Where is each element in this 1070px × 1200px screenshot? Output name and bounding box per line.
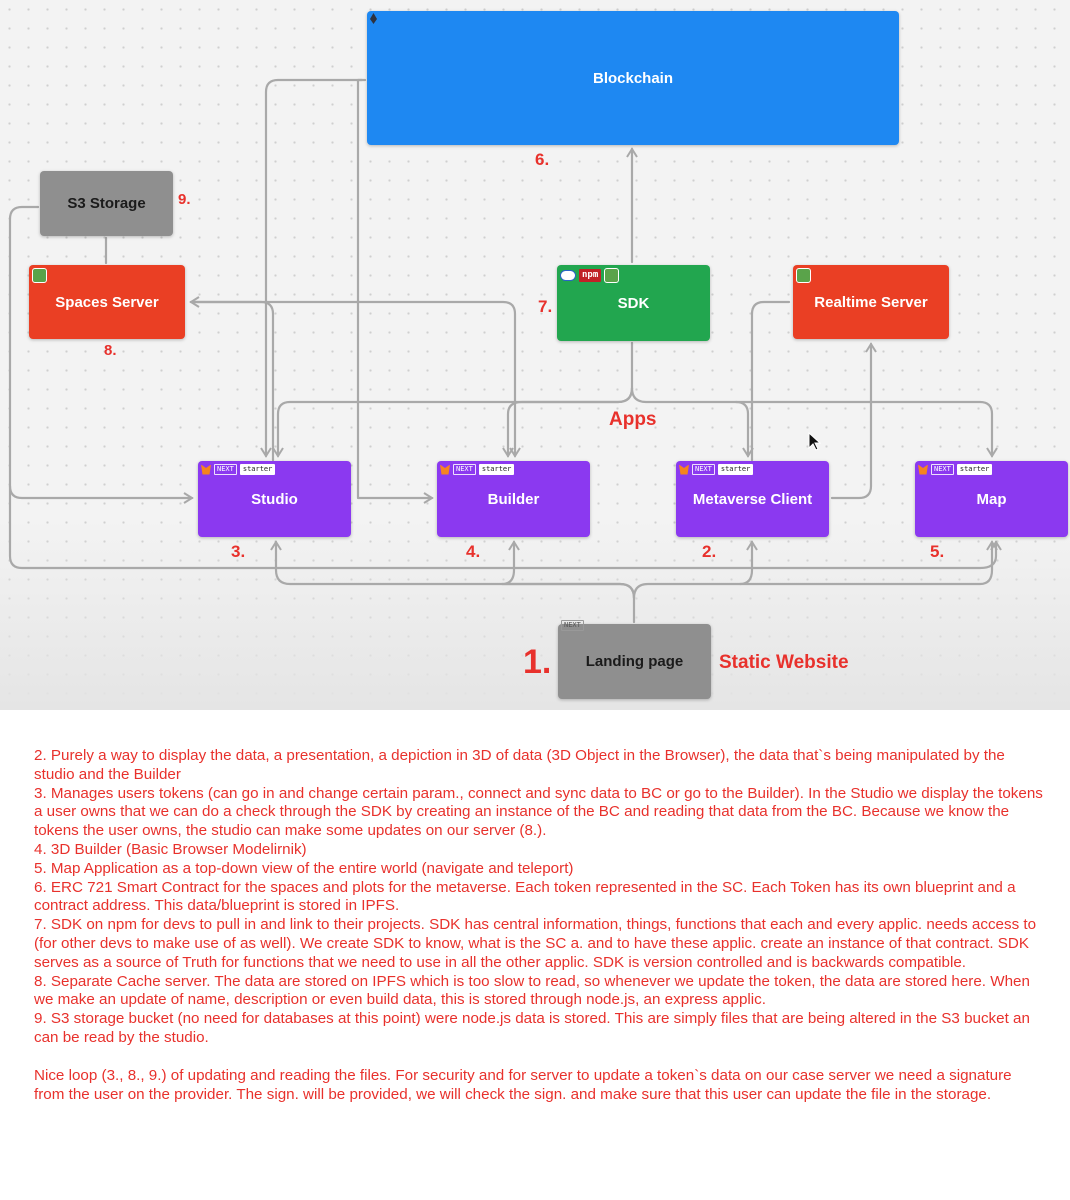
landing-page-node: NEXT Landing page: [558, 620, 711, 699]
mouse-pointer-icon: [808, 432, 822, 451]
s3-storage-node: S3 Storage: [40, 171, 173, 236]
nodejs-icon: [796, 268, 811, 283]
connector-sdk-apps-bus: [272, 341, 634, 458]
connector-blockchain-studio: [260, 78, 367, 458]
nodejs-icon: [604, 268, 620, 283]
connector-sdk-builder: [502, 386, 634, 458]
npm-badge: npm: [579, 269, 602, 282]
starter-badge: starter: [717, 464, 754, 475]
ethereum-icon: [370, 13, 377, 24]
nextjs-badge: NEXT: [214, 464, 237, 475]
sdk-label: SDK: [617, 294, 650, 312]
starter-badge: starter: [239, 464, 276, 475]
map-number: 5.: [930, 542, 945, 561]
landing-page-number: 1.: [523, 643, 552, 681]
sdk-number: 7.: [538, 297, 553, 316]
note-4: 4. 3D Builder (Basic Browser Modelirnik): [34, 840, 307, 858]
metaverse-client-number: 2.: [702, 542, 717, 561]
note-5: 5. Map Application as a top-down view of…: [34, 859, 574, 877]
connector-outer-loop: [8, 484, 1002, 570]
spaces-server-number: 8.: [104, 342, 117, 359]
nodejs-icon: [32, 268, 47, 283]
starter-badge: starter: [956, 464, 993, 475]
note-9: 9. S3 storage bucket (no need for databa…: [34, 1010, 1030, 1046]
connector-landing-hub: [270, 540, 636, 624]
map-label: Map: [976, 490, 1007, 508]
nextjs-badge: NEXT: [453, 464, 476, 475]
connector-lines: [8, 78, 1002, 624]
spaces-server-label: Spaces Server: [55, 293, 159, 311]
s3-storage-label: S3 Storage: [67, 195, 146, 212]
metamask-icon: [679, 464, 689, 475]
s3-storage-number: 9.: [178, 191, 191, 208]
notes-section: 2. Purely a way to display the data, a p…: [34, 747, 1044, 1104]
connector-landing-metaverse: [738, 540, 758, 586]
cloud-icon: [560, 270, 576, 281]
builder-label: Builder: [487, 490, 540, 508]
metamask-icon: [918, 464, 928, 475]
metamask-icon: [440, 464, 450, 475]
map-node: NEXT starter Map: [915, 461, 1068, 537]
landing-page-label: Landing page: [585, 653, 684, 670]
builder-node: NEXT starter Builder: [437, 461, 590, 537]
connector-sdk-metaverse: [734, 400, 754, 458]
note-3: 3. Manages users tokens (can go in and c…: [34, 784, 1043, 840]
connector-landing-builder: [500, 540, 636, 600]
static-website-label: Static Website: [719, 652, 849, 673]
metaverse-client-node: NEXT starter Metaverse Client: [676, 461, 829, 537]
sdk-node: npm SDK: [557, 265, 710, 341]
note-summary: Nice loop (3., 8., 9.) of updating and r…: [34, 1066, 1012, 1103]
connector-landing-metaverse-map: [632, 540, 998, 600]
nextjs-badge: NEXT: [561, 620, 584, 631]
builder-number: 4.: [466, 542, 481, 561]
metamask-icon: [201, 464, 211, 475]
note-7: 7. SDK on npm for devs to pull in and li…: [34, 916, 1037, 971]
blockchain-label: Blockchain: [592, 69, 674, 87]
starter-badge: starter: [478, 464, 515, 475]
studio-number: 3.: [231, 542, 246, 561]
connector-studio-spaces-server: [189, 296, 275, 462]
connector-metaverse-to-realtime: [830, 342, 877, 500]
connector-s3-loop: [8, 205, 194, 504]
spaces-server-node: Spaces Server: [29, 265, 185, 339]
note-2: 2. Purely a way to display the data, a p…: [34, 747, 1005, 783]
connector-spaces-to-builder: [189, 300, 521, 458]
nextjs-badge: NEXT: [692, 464, 715, 475]
blockchain-number: 6.: [535, 150, 550, 169]
studio-label: Studio: [251, 490, 298, 508]
metaverse-client-label: Metaverse Client: [692, 490, 813, 508]
apps-label: Apps: [609, 409, 657, 430]
note-8: 8. Separate Cache server. The data are s…: [34, 972, 1030, 1009]
realtime-server-label: Realtime Server: [814, 293, 928, 311]
nextjs-badge: NEXT: [931, 464, 954, 475]
architecture-diagram: Blockchain 6. S3 Storage 9. Spaces Serve…: [0, 0, 1070, 710]
connector-blockchain-builder: [356, 78, 434, 504]
diagram-fade: [0, 520, 1070, 710]
note-6: 6. ERC 721 Smart Contract for the spaces…: [34, 878, 1016, 915]
studio-node: NEXT starter Studio: [198, 461, 351, 537]
connector-sdk-metaverse-map: [630, 386, 998, 458]
realtime-server-node: Realtime Server: [793, 265, 949, 339]
notes-gap: [34, 1048, 1044, 1067]
blockchain-node: Blockchain: [367, 11, 899, 145]
connector-metaverse-realtime: [750, 300, 791, 462]
